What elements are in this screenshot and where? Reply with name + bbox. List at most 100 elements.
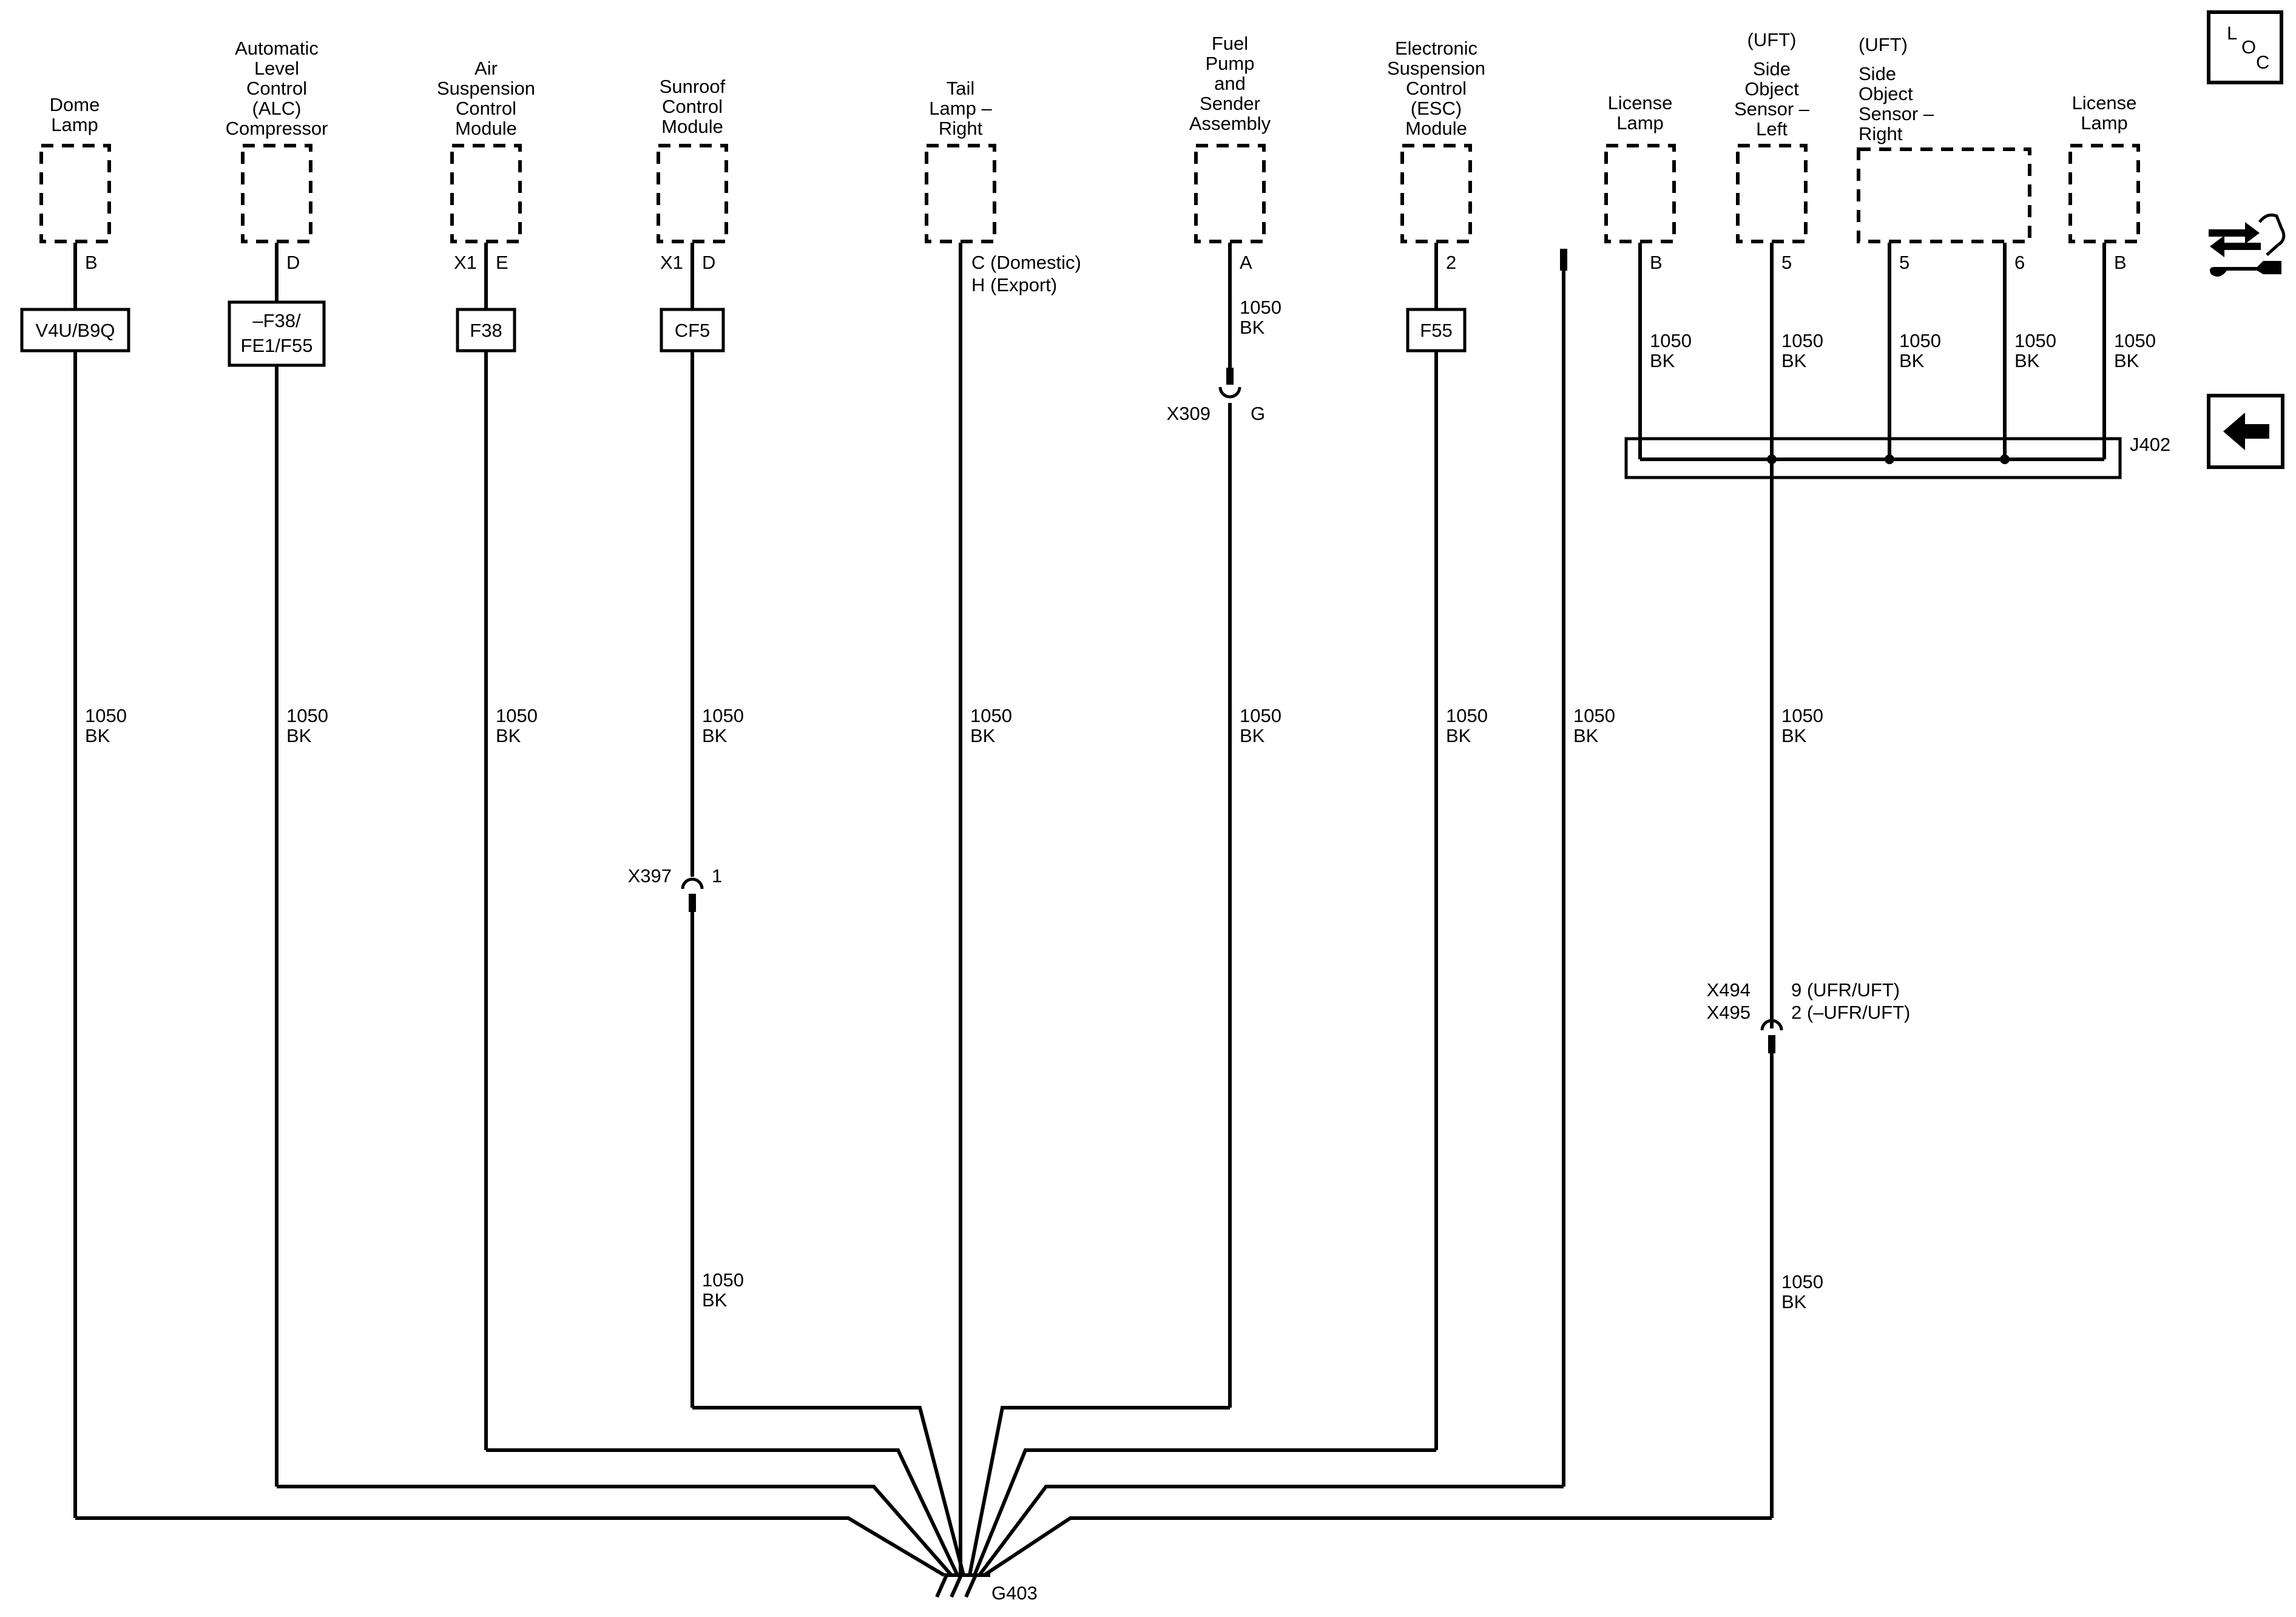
alc-label-4: (ALC) — [252, 98, 302, 119]
fuelpump-label-4: Sender — [1200, 93, 1260, 114]
circuit-dome: 1050 — [85, 705, 127, 726]
esc-box — [1400, 144, 1472, 243]
x494-label: X494 — [1707, 979, 1751, 1001]
ground-g403-label: G403 — [991, 1582, 1038, 1604]
pin-sos-right-2: 6 — [2014, 252, 2025, 273]
circuit-sos-left: 1050 — [1781, 330, 1823, 351]
color-taillamp: BK — [970, 725, 996, 746]
color-stub: BK — [1573, 725, 1599, 746]
sos-left-label-1: (UFT) — [1747, 29, 1797, 50]
sos-left-label-4: Sensor – — [1734, 98, 1810, 120]
x495-pin: 2 (–UFR/UFT) — [1791, 1002, 1910, 1023]
sunroof-label-2: Control — [662, 96, 723, 117]
circuit-taillamp: 1050 — [970, 705, 1012, 726]
color-esc: BK — [1446, 725, 1471, 746]
color-sunroof: BK — [702, 725, 728, 746]
taillamp-label-1: Tail — [947, 78, 975, 99]
sunroof-label-1: Sunroof — [660, 76, 726, 97]
circuit-sos-mid: 1050 — [1781, 705, 1823, 726]
esc-label-5: Module — [1405, 118, 1467, 139]
taillamp-label-3: Right — [939, 118, 983, 139]
inline-connector-x309: X309 G — [1167, 368, 1265, 424]
color-fuel-top: BK — [1240, 317, 1265, 338]
alc-label-2: Level — [254, 58, 299, 79]
alc-box — [241, 144, 312, 243]
circuit-esc: 1050 — [1446, 705, 1488, 726]
pin-sos-right-1: 5 — [1899, 252, 1909, 273]
x397-label: X397 — [628, 865, 672, 886]
option-alc — [228, 300, 326, 367]
dome-lamp-label-2: Lamp — [51, 114, 98, 135]
circuit-sos-low: 1050 — [1781, 1271, 1823, 1292]
connector-repair-icon[interactable] — [2209, 213, 2286, 277]
lic-right-label-2: Lamp — [2081, 112, 2128, 133]
alc-label-5: Compressor — [226, 118, 328, 139]
color-lic-right: BK — [2114, 350, 2139, 371]
dome-lamp-box — [39, 144, 111, 243]
sos-left-box — [1736, 144, 1808, 243]
lic-left-label-1: License — [1608, 92, 1673, 113]
inline-connector-x397: X397 1 — [628, 865, 722, 912]
circuit-lic-left: 1050 — [1650, 330, 1692, 351]
fuelpump-box — [1194, 144, 1266, 243]
conn-asm: X1 — [454, 252, 477, 273]
fuelpump-label-1: Fuel — [1212, 33, 1248, 54]
lic-left-label-2: Lamp — [1616, 112, 1664, 133]
lic-right-label-1: License — [2072, 92, 2137, 113]
esc-label-3: Control — [1406, 78, 1467, 99]
back-arrow-icon[interactable] — [2207, 394, 2284, 469]
sos-right-label-3: Object — [1859, 83, 1913, 104]
color-sos-low: BK — [1781, 1291, 1807, 1312]
circuit-fuel-top: 1050 — [1240, 297, 1281, 318]
x397-pin: 1 — [712, 865, 722, 886]
fuelpump-label-5: Assembly — [1189, 113, 1271, 134]
circuit-asm: 1050 — [496, 705, 538, 726]
sos-right-labels: (UFT) Side Object Sensor – Right — [1859, 34, 1934, 144]
color-dome: BK — [85, 725, 110, 746]
color-lic-left: BK — [1650, 350, 1675, 371]
esc-label-1: Electronic — [1395, 38, 1477, 59]
sunroof-label-3: Module — [661, 116, 723, 137]
option-boxes: V4U/B9Q –F38/ FE1/F55 F38 CF5 F55 — [20, 300, 1467, 367]
pin-taillamp-2: H (Export) — [971, 274, 1057, 295]
pin-dome: B — [85, 252, 98, 273]
pin-taillamp-1: C (Domestic) — [971, 252, 1081, 273]
x309-pin: G — [1251, 403, 1265, 424]
taillamp-box — [925, 144, 996, 243]
component-boxes — [39, 144, 2140, 243]
color-sunroof-low: BK — [702, 1289, 728, 1311]
color-sos-left: BK — [1781, 350, 1807, 371]
pin-alc: D — [286, 252, 300, 273]
dome-lamp-label-1: Dome — [50, 94, 100, 115]
pin-fuelpump: A — [1240, 252, 1252, 273]
pin-sos-left: 5 — [1781, 252, 1792, 273]
sos-right-label-1: (UFT) — [1859, 34, 1908, 55]
splice-j402: J402 — [1624, 434, 2170, 479]
x494-pin: 9 (UFR/UFT) — [1791, 979, 1900, 1001]
option-esc — [1406, 308, 1467, 353]
color-sos-mid: BK — [1781, 725, 1807, 746]
color-asm: BK — [496, 725, 521, 746]
pin-labels: B D X1 E X1 D C (Domestic) H (Export) A … — [85, 252, 2127, 295]
conn-sunroof: X1 — [660, 252, 683, 273]
sos-right-label-5: Right — [1859, 123, 1903, 144]
option-dome — [20, 308, 130, 353]
x309-label: X309 — [1167, 403, 1210, 424]
loc-icon[interactable]: L O C — [2207, 10, 2283, 84]
component-labels: Dome Lamp Automatic Level Control (ALC) … — [50, 29, 2137, 140]
option-dome-label: V4U/B9Q — [36, 320, 115, 341]
x495-label: X495 — [1707, 1002, 1751, 1023]
asm-box — [450, 144, 522, 243]
asm-label-1: Air — [474, 58, 498, 79]
circuit-sunroof: 1050 — [702, 705, 744, 726]
alc-label-3: Control — [246, 78, 307, 99]
sunroof-box — [657, 144, 728, 243]
color-sos-right-5: BK — [1899, 350, 1925, 371]
pin-asm: E — [496, 252, 508, 273]
pin-sunroof: D — [702, 252, 715, 273]
option-sunroof — [660, 308, 725, 353]
loc-icon-l: L — [2227, 22, 2237, 44]
fuelpump-label-3: and — [1214, 73, 1246, 94]
option-asm — [456, 308, 516, 353]
